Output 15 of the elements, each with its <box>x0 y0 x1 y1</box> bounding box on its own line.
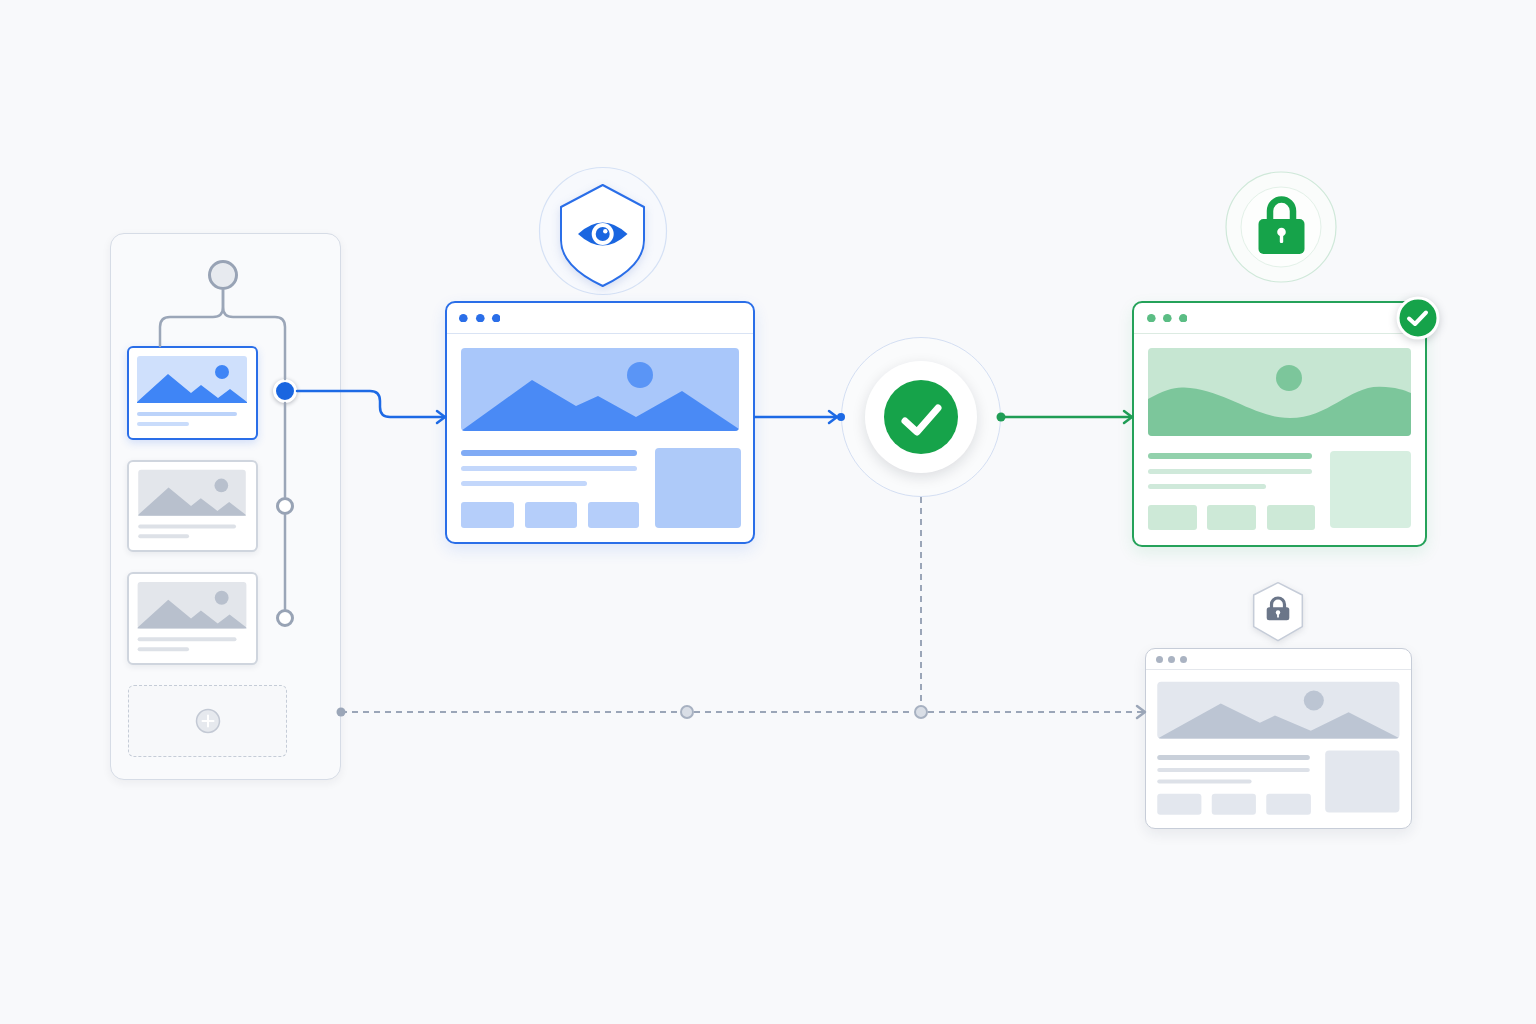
timeline-dot <box>273 379 297 403</box>
junction-dot <box>914 705 928 719</box>
circle-node <box>208 260 238 290</box>
connector-line <box>283 513 287 611</box>
sidebar-panel <box>110 233 341 780</box>
junction-dot <box>680 705 694 719</box>
dashed-arrow <box>927 704 1147 720</box>
arrow <box>996 409 1134 425</box>
arrow <box>753 409 847 425</box>
arrow <box>295 389 447 425</box>
connector-line <box>221 288 287 381</box>
add-slot <box>128 685 287 757</box>
connector-line <box>283 401 287 499</box>
timeline-ring <box>276 497 294 515</box>
timeline-ring <box>276 609 294 627</box>
